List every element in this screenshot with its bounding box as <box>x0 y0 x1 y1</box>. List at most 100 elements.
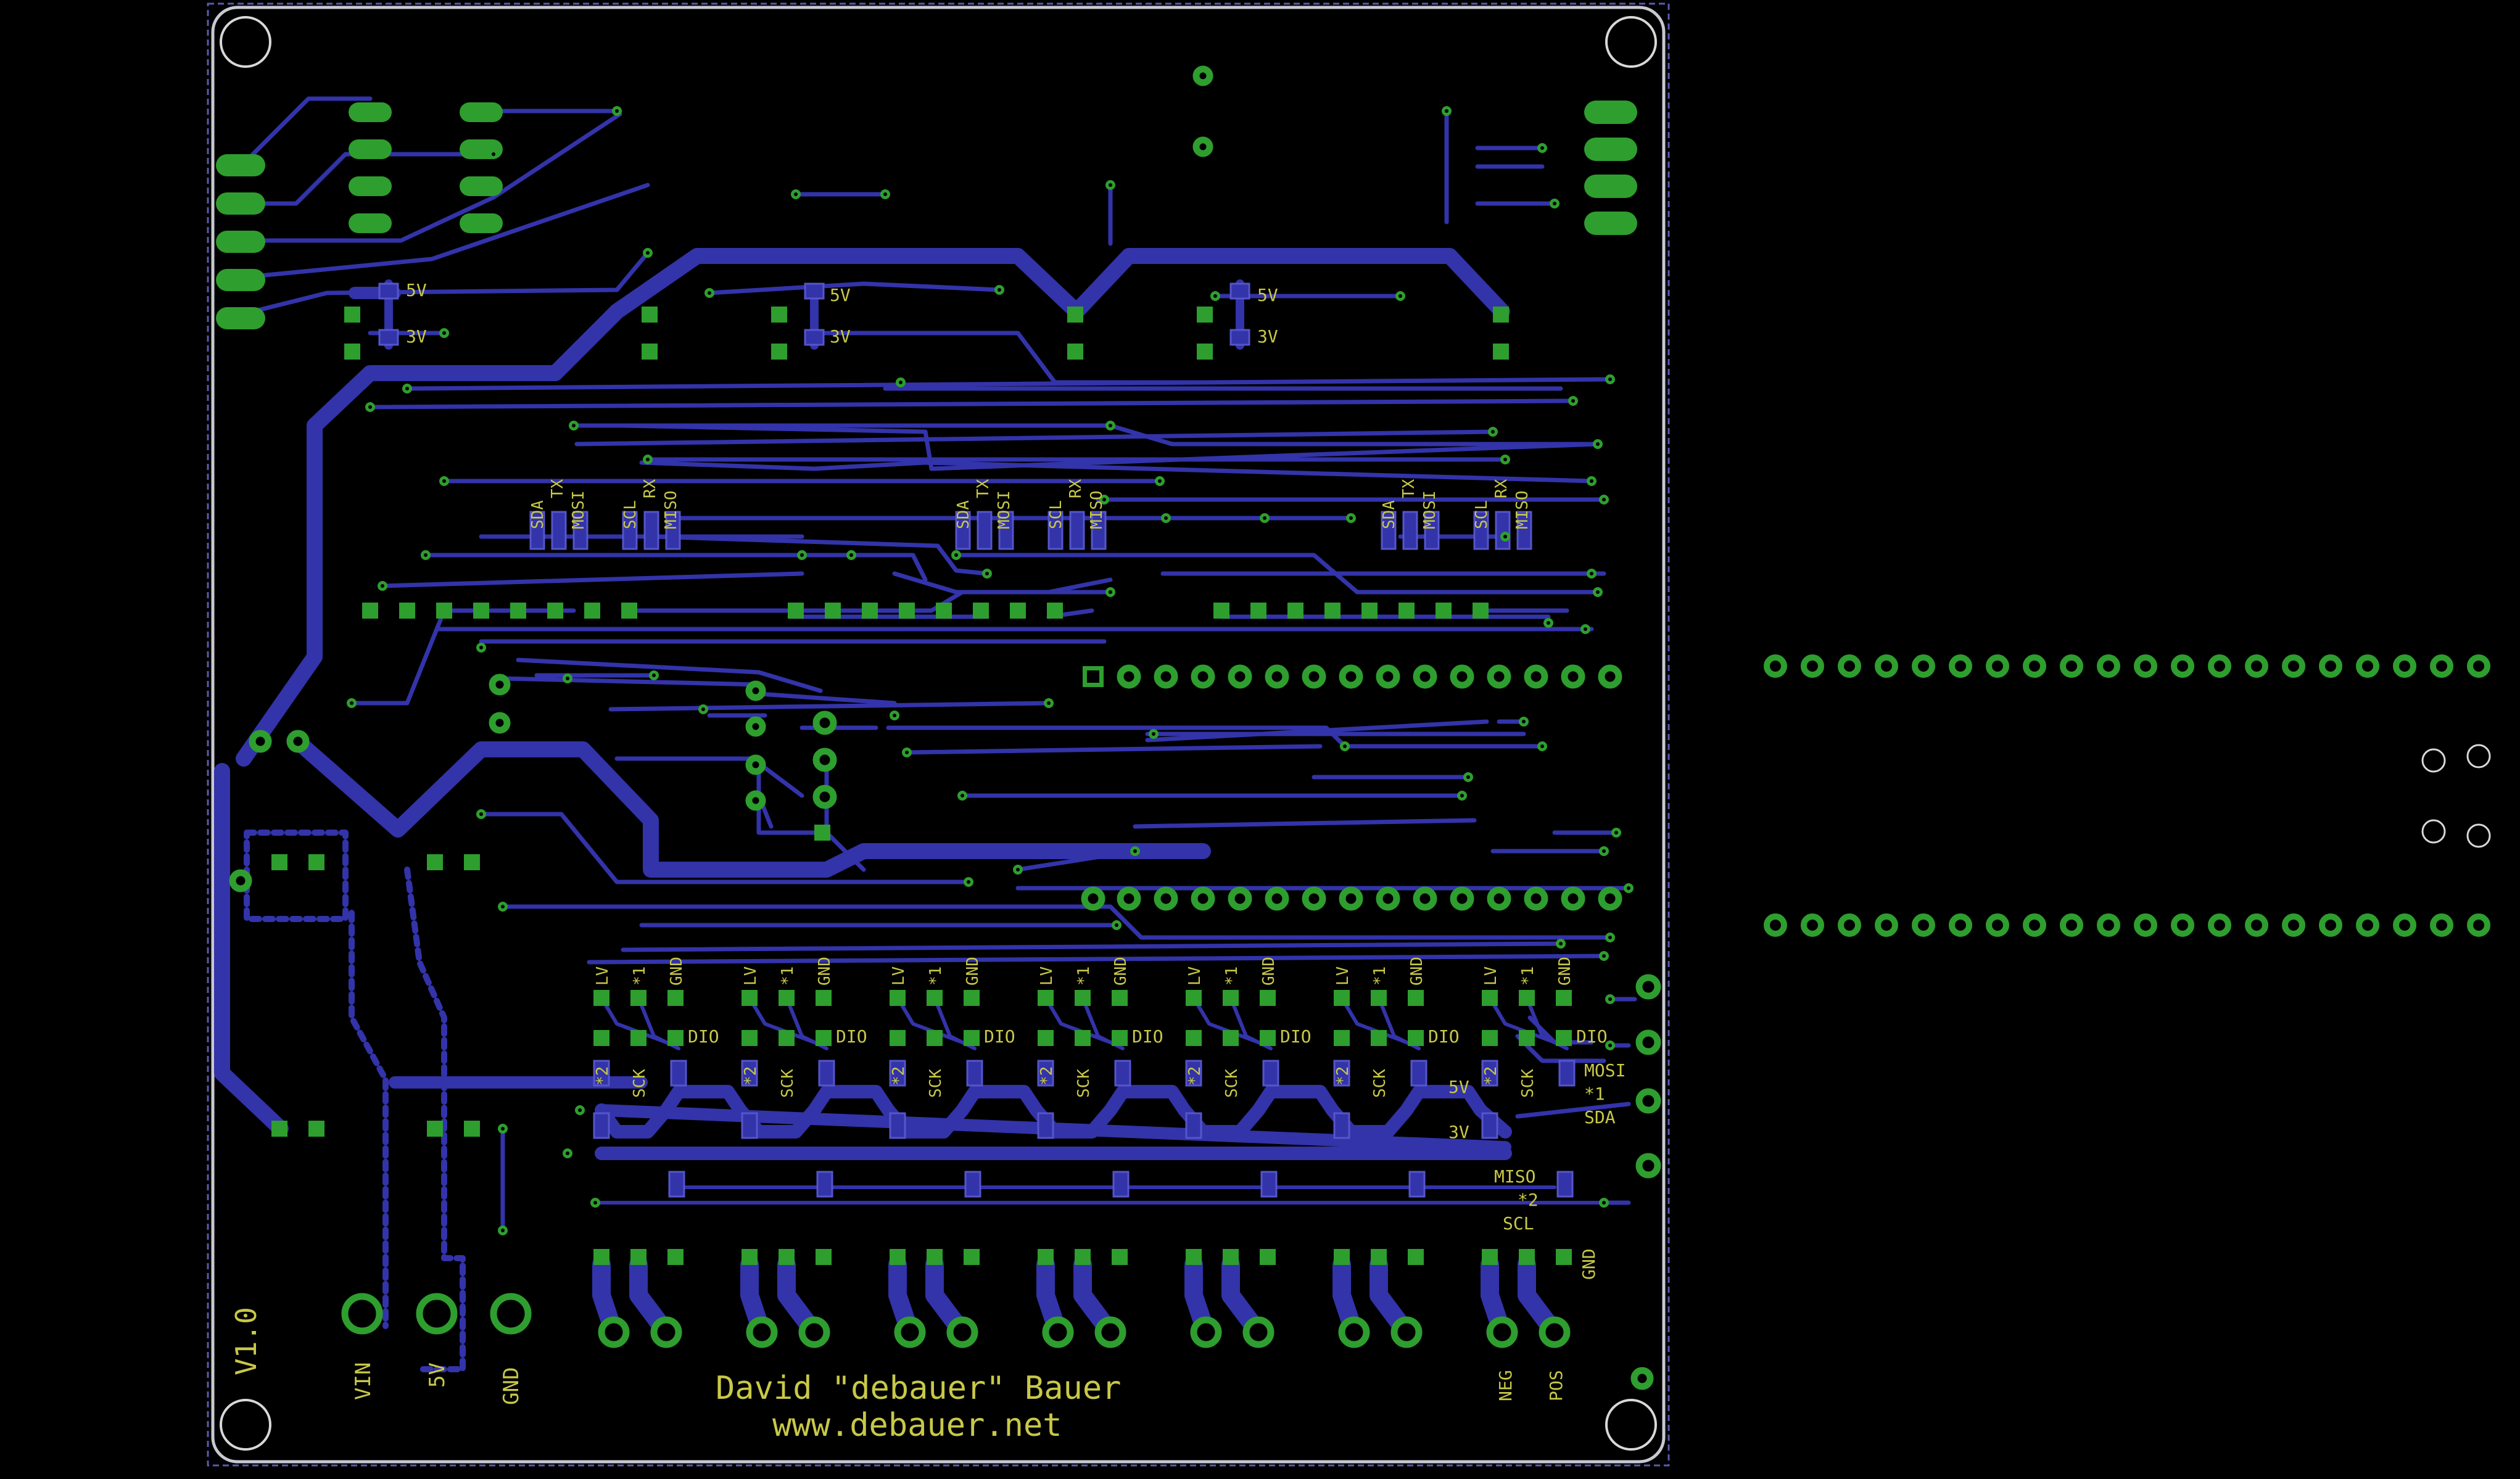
off-board-holes <box>2421 744 2491 848</box>
svg-text:*2: *2 <box>1186 1066 1204 1086</box>
svg-text:SCK: SCK <box>779 1069 797 1098</box>
channel-4-labels: LV *1 GND DIO *2 SCK <box>1038 957 1163 1098</box>
reg2-3v-label: 3V <box>830 326 851 347</box>
svg-text:LV: LV <box>1482 966 1500 986</box>
right-star1-label: *1 <box>1584 1084 1605 1104</box>
bus1-rx-label: RX <box>641 479 659 498</box>
right-miso-label: MISO <box>1494 1166 1535 1187</box>
bus3-sda-label: SDA <box>1380 500 1398 529</box>
channel-7-labels: LV *1 GND DIO *2 SCK <box>1482 957 1608 1098</box>
svg-text:LV: LV <box>1038 966 1056 986</box>
channel-1-labels: LV *1 GND DIO *2 SCK <box>593 957 719 1098</box>
bus3-tx-label: TX <box>1400 479 1418 498</box>
svg-text:*2: *2 <box>593 1066 612 1086</box>
bus2-miso-label: MISO <box>1088 490 1106 529</box>
svg-text:*2: *2 <box>1038 1066 1056 1086</box>
bus1-miso-label: MISO <box>662 490 680 529</box>
svg-text:LV: LV <box>742 966 760 986</box>
website-label: www.debauer.net <box>772 1407 1062 1444</box>
bus1-tx-label: TX <box>548 479 567 498</box>
reg3-3v-label: 3V <box>1257 326 1278 347</box>
svg-text:*2: *2 <box>890 1066 908 1086</box>
right-mosi-label: MOSI <box>1584 1060 1626 1081</box>
5v-label: 5V <box>425 1362 450 1388</box>
svg-text:DIO: DIO <box>984 1026 1015 1047</box>
smd-components <box>378 282 1576 1198</box>
svg-text:GND: GND <box>1408 957 1426 986</box>
reg2-5v-label: 5V <box>830 285 851 305</box>
svg-text:GND: GND <box>1112 957 1130 986</box>
bus2-rx-label: RX <box>1067 479 1085 498</box>
right-gnd-label: GND <box>1579 1248 1599 1280</box>
svg-text:LV: LV <box>593 966 612 986</box>
author-label: David "debauer" Bauer <box>716 1370 1121 1407</box>
channel-5-labels: LV *1 GND DIO *2 SCK <box>1186 957 1312 1098</box>
version-label: V1.0 <box>229 1307 263 1375</box>
svg-text:DIO: DIO <box>1280 1026 1312 1047</box>
svg-text:*1: *1 <box>779 966 797 986</box>
svg-text:*1: *1 <box>630 966 649 986</box>
svg-text:GND: GND <box>816 957 834 986</box>
bus1-mosi-label: MOSI <box>569 490 588 529</box>
reg1-5v-label: 5V <box>406 280 427 300</box>
svg-text:DIO: DIO <box>836 1026 867 1047</box>
channel-2-labels: LV *1 GND DIO *2 SCK <box>742 957 867 1098</box>
off-board-header <box>1764 654 2490 937</box>
gnd-label: GND <box>499 1367 524 1405</box>
vin-label: VIN <box>351 1362 376 1400</box>
svg-text:GND: GND <box>1556 957 1574 986</box>
right-scl-label: SCL <box>1503 1213 1534 1234</box>
svg-text:*1: *1 <box>1075 966 1093 986</box>
svg-text:*2: *2 <box>1482 1066 1500 1086</box>
svg-text:GND: GND <box>667 957 686 986</box>
svg-text:DIO: DIO <box>688 1026 719 1047</box>
mounting-holes <box>220 16 1657 1451</box>
bus3-scl-label: SCL <box>1473 500 1491 529</box>
svg-text:LV: LV <box>890 966 908 986</box>
right-header-pads <box>1584 101 1637 235</box>
round-pads <box>229 65 1661 1390</box>
svg-text:SCK: SCK <box>1371 1069 1389 1098</box>
right-sda-label: SDA <box>1584 1107 1616 1127</box>
vias <box>347 106 1634 1235</box>
silkscreen: 5V 3V 5V 3V 5V 3V SDA TX MOSI SCL RX MIS… <box>229 280 1626 1444</box>
bus1-sda-label: SDA <box>529 500 547 529</box>
svg-text:SCK: SCK <box>927 1069 945 1098</box>
svg-text:SCK: SCK <box>1075 1069 1093 1098</box>
bus3-rx-label: RX <box>1492 479 1511 498</box>
bus2-sda-label: SDA <box>954 500 973 529</box>
right-star2-label: *2 <box>1518 1190 1539 1210</box>
bus2-scl-label: SCL <box>1047 500 1065 529</box>
channel-3-labels: LV *1 GND DIO *2 SCK <box>890 957 1015 1098</box>
channel-pads <box>593 990 1572 1265</box>
svg-text:LV: LV <box>1186 966 1204 986</box>
neg-label: NEG <box>1495 1370 1516 1401</box>
svg-text:GND: GND <box>964 957 982 986</box>
bus3-miso-label: MISO <box>1513 490 1532 529</box>
pos-label: POS <box>1546 1370 1566 1401</box>
svg-text:DIO: DIO <box>1132 1026 1163 1047</box>
svg-text:LV: LV <box>1334 966 1352 986</box>
svg-text:*2: *2 <box>742 1066 760 1086</box>
reg3-5v-label: 5V <box>1257 285 1278 305</box>
svg-text:*1: *1 <box>1223 966 1241 986</box>
channel-6-labels: LV *1 GND DIO *2 SCK <box>1334 957 1460 1098</box>
svg-text:GND: GND <box>1260 957 1278 986</box>
left-header-pads <box>216 154 265 329</box>
board-dimension-line <box>207 2 1670 1467</box>
svg-text:*2: *2 <box>1334 1066 1352 1086</box>
svg-text:DIO: DIO <box>1428 1026 1460 1047</box>
pads <box>216 101 1637 1265</box>
svg-text:*1: *1 <box>1371 966 1389 986</box>
svg-text:SCK: SCK <box>630 1069 649 1098</box>
svg-text:*1: *1 <box>1519 966 1537 986</box>
bus2-mosi-label: MOSI <box>995 490 1014 529</box>
bus2-tx-label: TX <box>974 479 993 498</box>
bus1-scl-label: SCL <box>621 500 640 529</box>
bus3-mosi-label: MOSI <box>1421 490 1439 529</box>
svg-text:SCK: SCK <box>1223 1069 1241 1098</box>
reg1-3v-label: 3V <box>406 326 427 347</box>
right-3v-label: 3V <box>1448 1122 1469 1142</box>
svg-text:*1: *1 <box>927 966 945 986</box>
